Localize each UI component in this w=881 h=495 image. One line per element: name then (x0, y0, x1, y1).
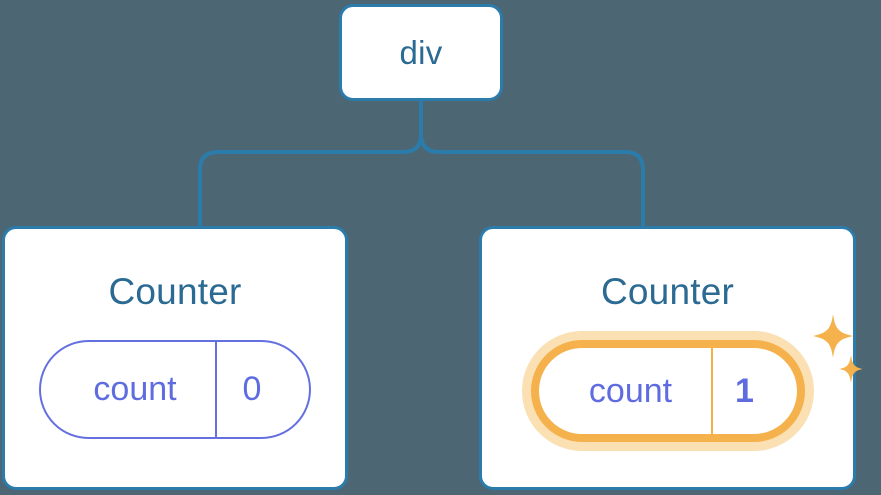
state-value-label: 0 (242, 370, 262, 408)
state-pill-divider (710, 348, 713, 434)
sparkle-large-icon (812, 314, 853, 358)
node-counter-right[interactable]: Counter count 1 (479, 226, 863, 490)
counter-right-title: Counter (600, 271, 735, 312)
state-pill-highlight-group: count 1 (521, 314, 863, 451)
state-key-label: count (93, 370, 177, 408)
node-div-label: div (399, 33, 443, 71)
counter-left-title: Counter (108, 271, 242, 312)
state-pill-count-right[interactable]: count 1 (530, 340, 805, 442)
node-counter-left[interactable]: Counter count 0 (2, 226, 348, 490)
state-key-label: count (588, 371, 673, 410)
state-value-label: 1 (735, 371, 754, 410)
counter-left-state-wrap: count 0 (39, 340, 311, 439)
state-pill-count-left[interactable]: count 0 (39, 340, 311, 439)
connector-right (419, 98, 645, 230)
counter-right-state-wrap: count 1 (521, 314, 863, 451)
state-pill-divider (215, 342, 217, 437)
node-div[interactable]: div (339, 4, 503, 101)
connector-left (198, 98, 423, 230)
